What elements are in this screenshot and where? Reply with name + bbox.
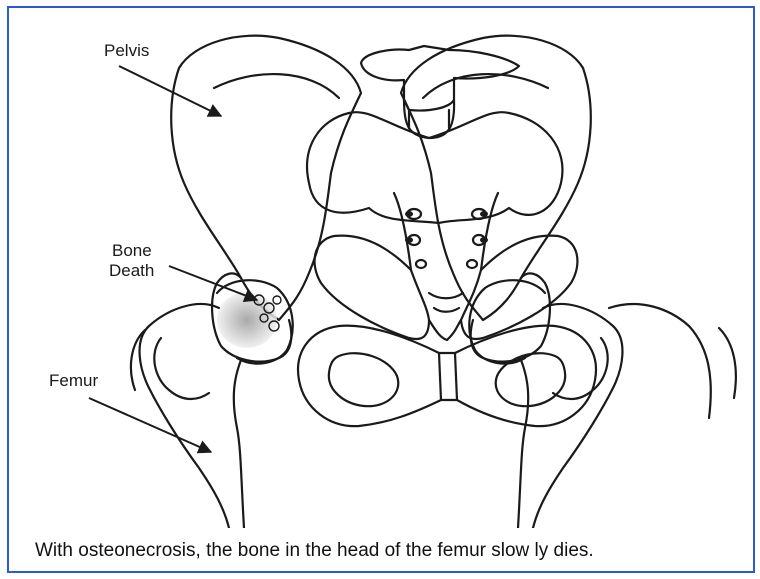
left-femur [140,304,229,528]
pelvis-arrow [119,66,221,116]
bone-death-label-line1: Bone [112,241,152,260]
femur-arrow [89,398,211,452]
right-femur [533,304,622,528]
femur-label: Femur [49,371,98,390]
pelvis-label: Pelvis [104,41,149,60]
left-obturator-foramen [329,353,398,406]
lumbar-vertebra [361,46,519,111]
right-femoral-head [469,280,545,363]
figure-caption: With osteonecrosis, the bone in the head… [35,540,735,562]
anatomy-drawing: Pelvis Bone Death Femur [9,8,753,528]
pubic-symphysis [439,353,457,400]
bone-death-label-line2: Death [109,261,154,280]
figure-frame: Pelvis Bone Death Femur With osteonecros… [7,6,755,573]
pelvis-illustration: Pelvis Bone Death Femur [9,8,753,528]
